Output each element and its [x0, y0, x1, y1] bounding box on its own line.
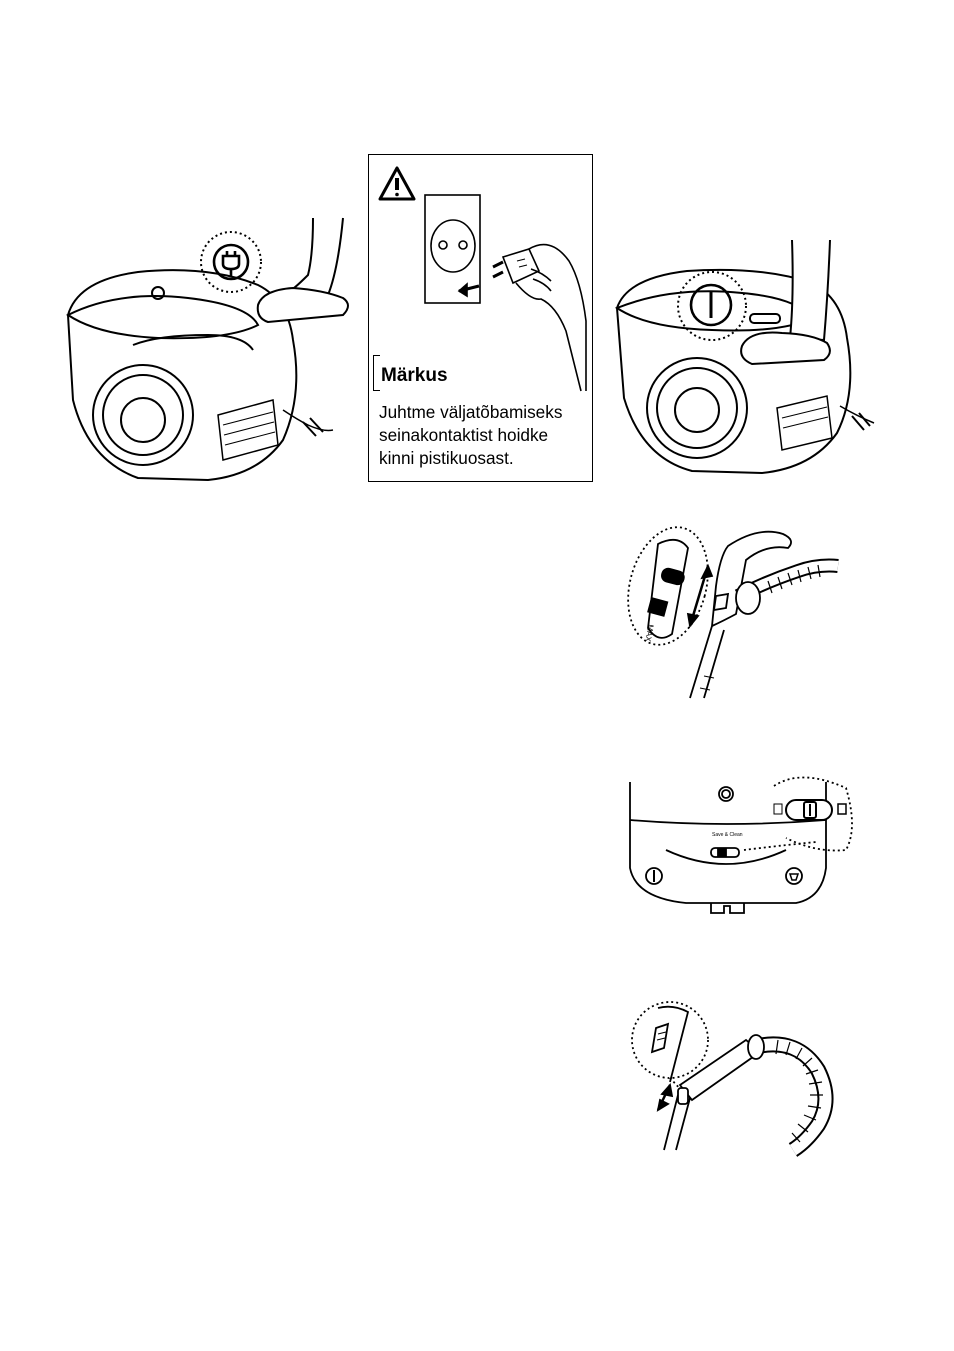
note-line: kinni pistikuosast.: [379, 447, 591, 470]
vacuum-power-on-illustration: [612, 238, 902, 478]
note-body: Juhtme väljatõbamiseks seinakontaktist h…: [379, 401, 591, 470]
note-bracket: [373, 355, 380, 391]
note-title: Märkus: [381, 365, 448, 387]
handle-power-control-illustration: MAX: [628, 526, 838, 698]
cord-rewind-icon: [211, 242, 251, 282]
svg-text:Save & Clean: Save & Clean: [712, 832, 743, 838]
hose-air-valve-illustration: [628, 1000, 838, 1150]
note-line: seinakontaktist hoidke: [379, 424, 591, 447]
svg-text:MAX: MAX: [643, 624, 655, 643]
warning-triangle-icon: [377, 165, 417, 203]
note-box: Märkus Juhtme väljatõbamiseks seinakonta…: [368, 154, 593, 482]
power-icon: [685, 280, 737, 330]
note-line: Juhtme väljatõbamiseks: [379, 401, 591, 424]
vacuum-cord-rewind-illustration: [58, 210, 358, 490]
unplug-illustration: [421, 191, 591, 391]
body-power-dial-illustration: Save & Clean: [626, 778, 866, 933]
